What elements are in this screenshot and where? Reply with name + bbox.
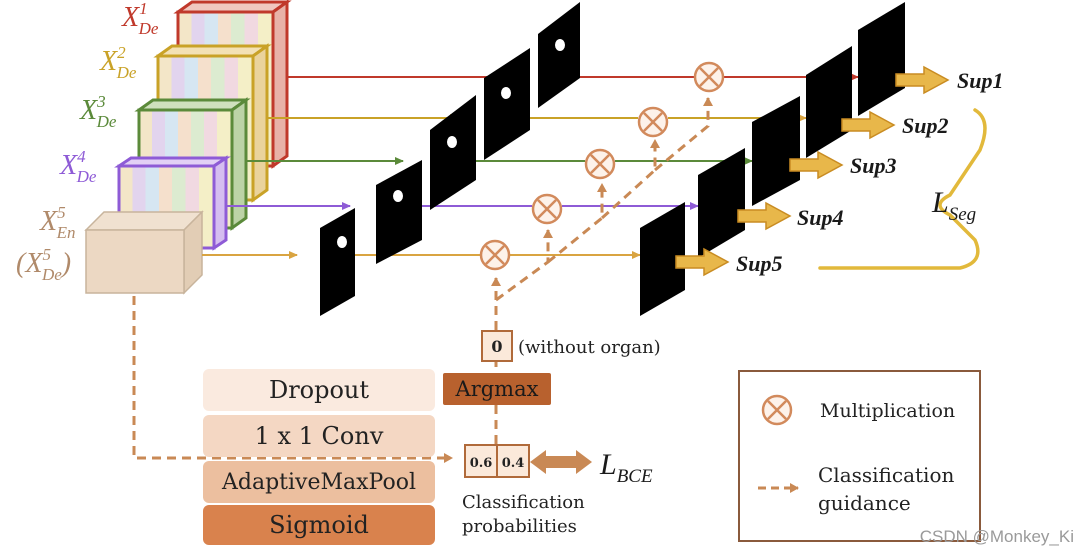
organ-spot — [337, 236, 347, 248]
supervision-arrows — [675, 65, 950, 277]
argmax-output-box — [481, 330, 513, 362]
adaptive-maxpool-label: AdaptiveMaxPool — [222, 469, 416, 495]
watermark: CSDN @Monkey_Ki — [919, 527, 1074, 546]
sup3-label: Sup3 — [850, 153, 896, 178]
probability-value-1: 0.6 — [470, 456, 493, 471]
sigmoid-layer: Sigmoid — [203, 505, 435, 545]
probability-value-2: 0.4 — [502, 456, 525, 471]
multiplication-ops — [479, 61, 725, 271]
legend-guidance-text-2: guidance — [818, 491, 911, 515]
legend-multiplication-text: Multiplication — [820, 400, 955, 422]
bce-arrow — [530, 450, 592, 474]
sup4-label: Sup4 — [797, 205, 843, 230]
legend-box — [738, 370, 981, 542]
dropout-layer: Dropout — [203, 369, 435, 411]
dropout-label: Dropout — [268, 376, 370, 404]
organ-spot — [501, 87, 511, 99]
legend-guidance-text-1: Classification — [818, 463, 954, 487]
organ-spot — [393, 190, 403, 202]
sup5-label: Sup5 — [736, 251, 782, 276]
multiply-icon — [584, 148, 616, 180]
multiplication-legend-icon — [761, 394, 793, 426]
organ-spot — [447, 136, 457, 148]
bce-loss-label: LBCE — [599, 448, 653, 487]
multiply-icon — [479, 239, 511, 271]
encoder-block-5 — [84, 210, 204, 295]
organ-spot — [555, 39, 565, 51]
adaptive-maxpool-layer: AdaptiveMaxPool — [203, 461, 435, 503]
seg-loss-label: LSeg — [931, 186, 976, 225]
sigmoid-label: Sigmoid — [269, 511, 369, 539]
probabilities-caption-2: probabilities — [462, 516, 577, 537]
argmax-label: Argmax — [455, 377, 539, 401]
probability-box-1 — [464, 444, 498, 478]
sup2-label: Sup2 — [902, 113, 948, 138]
argmax-output-note: (without organ) — [518, 337, 661, 358]
argmax-output-value: 0 — [491, 337, 502, 356]
probabilities-caption-1: Classification — [462, 492, 585, 513]
conv-layer: 1 x 1 Conv — [203, 415, 435, 457]
probability-box-2 — [496, 444, 530, 478]
seg-loss-brace — [818, 108, 987, 270]
multiply-icon — [531, 193, 563, 225]
multiply-icon — [637, 106, 669, 138]
sup1-label: Sup1 — [957, 68, 1003, 93]
argmax-layer: Argmax — [443, 373, 551, 405]
output-slices — [640, 2, 905, 316]
intermediate-slices — [320, 2, 580, 316]
multiply-icon — [693, 61, 725, 93]
conv-label: 1 x 1 Conv — [254, 422, 384, 450]
